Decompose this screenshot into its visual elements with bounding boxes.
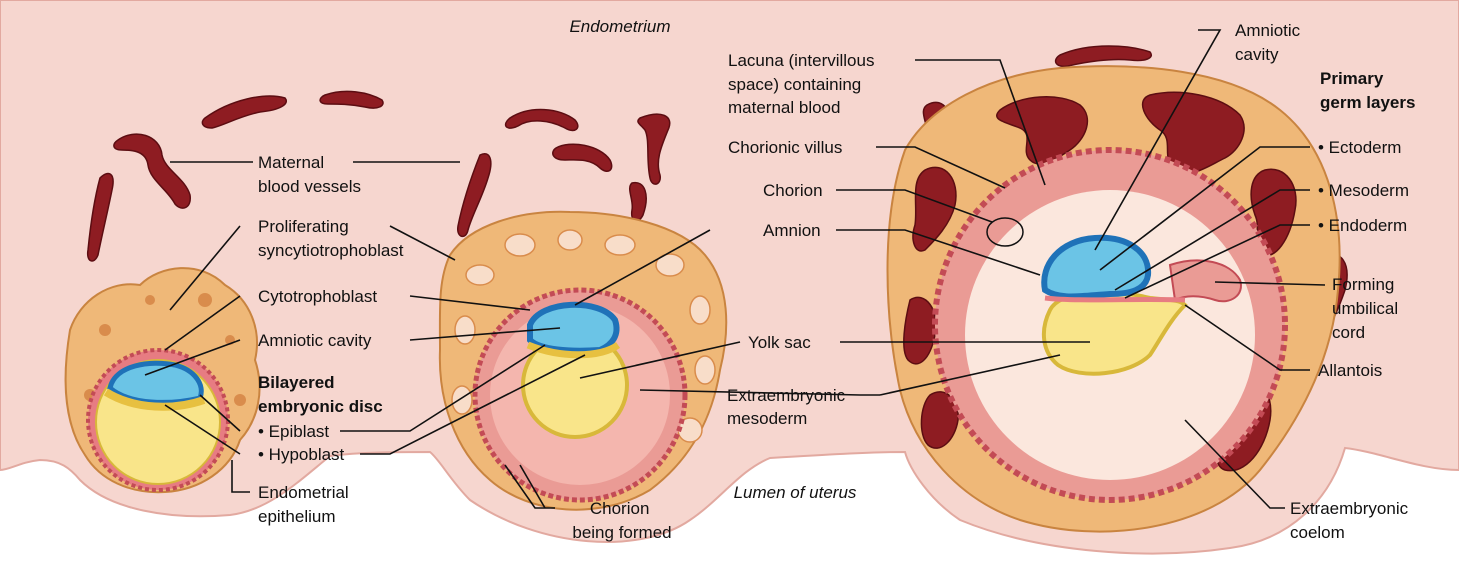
hypoblast-label: • Hypoblast bbox=[258, 445, 345, 464]
epiblast-label: • Epiblast bbox=[258, 422, 329, 441]
endometrial-epithelium-label: Endometrial epithelium bbox=[258, 483, 353, 526]
chorionic-villus-label: Chorionic villus bbox=[728, 138, 842, 157]
amniotic-cavity-left-label: Amniotic cavity bbox=[258, 331, 372, 350]
lumen-label: Lumen of uterus bbox=[734, 483, 857, 502]
ectoderm-label: • Ectoderm bbox=[1318, 138, 1401, 157]
germ-layers-3 bbox=[1045, 298, 1185, 300]
amniotic-cavity-2 bbox=[530, 305, 617, 351]
cytotrophoblast-label: Cytotrophoblast bbox=[258, 287, 377, 306]
allantois-label: Allantois bbox=[1318, 361, 1382, 380]
extraembryonic-coelom-label: Extraembryonic coelom bbox=[1290, 499, 1413, 542]
mesoderm-label: • Mesoderm bbox=[1318, 181, 1409, 200]
yolk-sac-label: Yolk sac bbox=[748, 333, 811, 352]
endoderm-label: • Endoderm bbox=[1318, 216, 1407, 235]
embryo-stage-1 bbox=[66, 268, 260, 492]
chorion-label: Chorion bbox=[763, 181, 823, 200]
endometrium-label: Endometrium bbox=[569, 17, 670, 36]
amnion-label: Amnion bbox=[763, 221, 821, 240]
